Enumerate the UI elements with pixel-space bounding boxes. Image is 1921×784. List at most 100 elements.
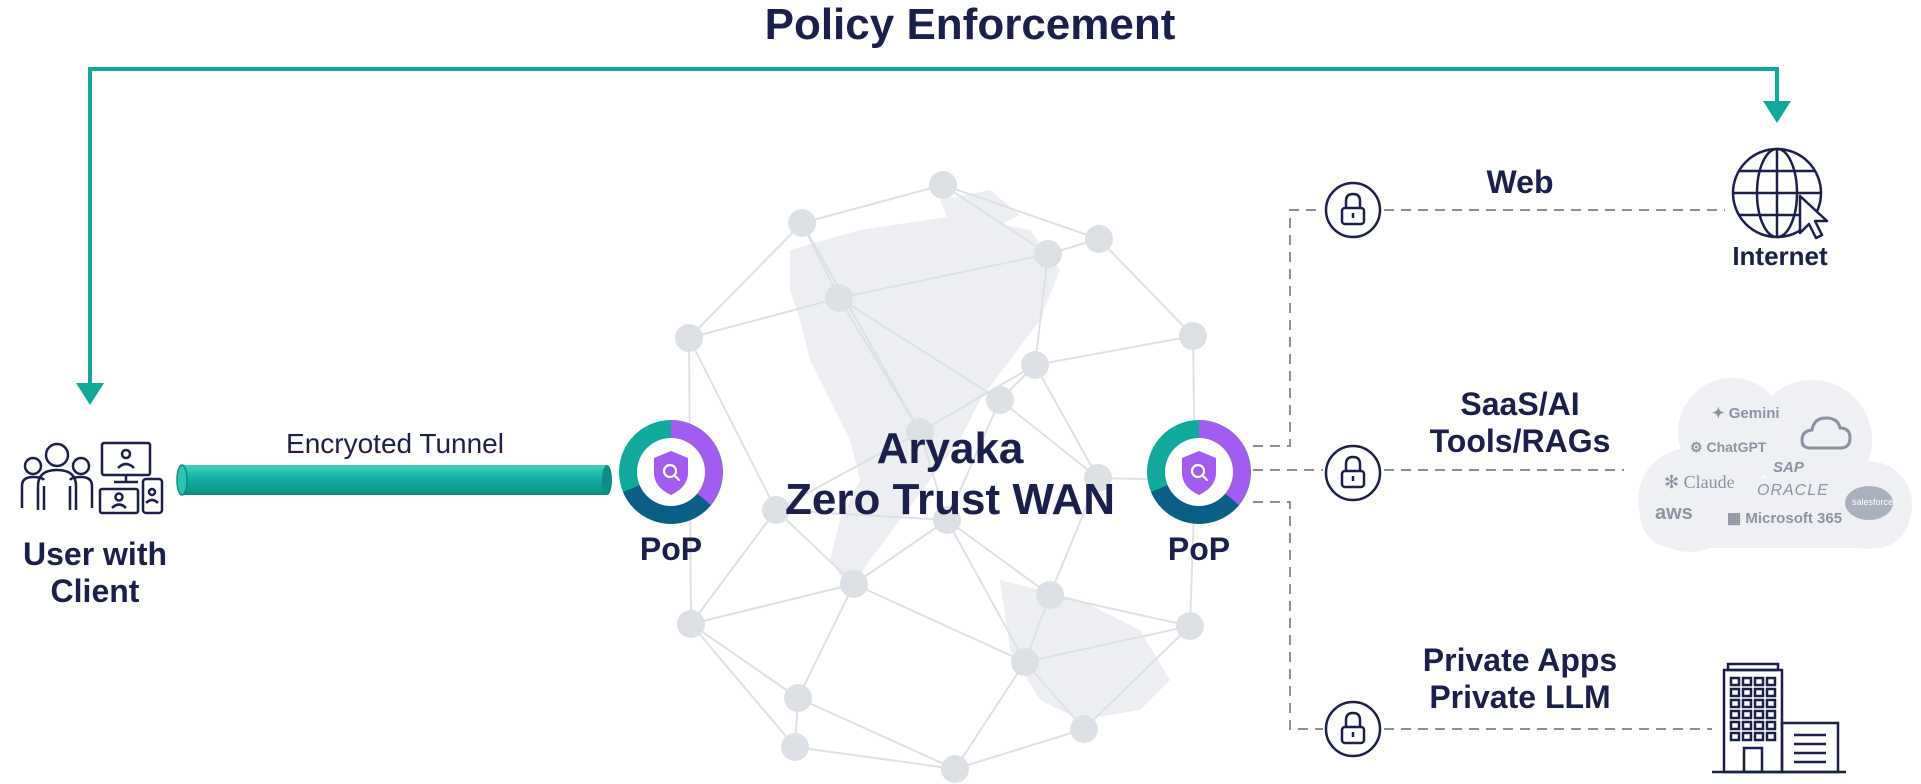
mesh-node	[762, 496, 790, 524]
mesh-node	[929, 171, 957, 199]
arrow-down-internet-icon	[1763, 101, 1791, 123]
devices-icon	[98, 441, 164, 515]
private-label-line1: Private Apps	[1422, 642, 1618, 678]
mesh-node	[1034, 240, 1062, 268]
pop-left-node	[619, 420, 723, 524]
mesh-node	[1084, 464, 1112, 492]
building-window	[1729, 676, 1741, 687]
microsoft365-logo: ▦ Microsoft 365	[1727, 510, 1843, 527]
private-label-line2: Private LLM	[1429, 678, 1611, 715]
globe-icon	[1731, 147, 1823, 239]
mesh-link	[690, 623, 796, 748]
lock-icon	[1324, 700, 1382, 758]
cloud-icon	[1638, 378, 1912, 552]
mesh-link	[999, 399, 1099, 479]
mesh-link	[1083, 625, 1191, 730]
mesh-node	[788, 209, 816, 237]
mesh-node	[986, 386, 1014, 414]
mesh-link	[1049, 477, 1099, 596]
mesh-link	[797, 697, 956, 770]
mesh-link	[801, 184, 944, 224]
tunnel-label: Encryoted Tunnel	[286, 428, 504, 459]
mesh-link	[919, 364, 1036, 433]
mesh-link	[1049, 594, 1191, 627]
saas-label-line2: Tools/RAGs	[1429, 422, 1611, 459]
building-window	[1741, 698, 1753, 709]
mesh-link	[775, 509, 948, 521]
mesh-link	[690, 623, 799, 699]
building-window	[1753, 720, 1765, 731]
building-window	[1753, 709, 1765, 720]
mesh-link	[853, 583, 1026, 663]
claude-logo: ✻ Claude	[1664, 472, 1735, 492]
building-window	[1765, 731, 1777, 742]
mesh-link	[838, 297, 1001, 401]
mesh-node	[906, 418, 934, 446]
mesh-link	[954, 661, 1026, 770]
private-label: Private Apps Private LLM	[1380, 642, 1660, 716]
shield-icon	[654, 451, 688, 495]
mesh-link	[919, 431, 948, 521]
building-window	[1753, 731, 1765, 742]
mesh-link	[946, 519, 1051, 596]
mesh-link	[838, 253, 1049, 299]
arrow-down-users-icon	[76, 383, 104, 405]
mesh-link	[954, 728, 1085, 770]
oracle-logo: ORACLE	[1757, 482, 1829, 499]
mesh-node	[825, 284, 853, 312]
mesh-node	[1021, 351, 1049, 379]
mesh-link	[688, 337, 777, 511]
mesh-link	[1034, 253, 1049, 366]
building-window	[1765, 709, 1777, 720]
mesh-node	[1011, 648, 1039, 676]
pop-left-label: PoP	[639, 531, 703, 567]
mesh-link	[690, 509, 777, 625]
mesh-node	[1176, 612, 1204, 640]
gemini-logo: ✦ Gemini	[1712, 405, 1780, 422]
building-window	[1729, 731, 1741, 742]
mesh-node	[784, 684, 812, 712]
mesh-link	[775, 431, 921, 511]
sap-logo: SAP	[1773, 459, 1804, 476]
center-title: Aryaka Zero Trust WAN	[700, 424, 1200, 525]
mesh-node	[781, 733, 809, 761]
saas-label-line1: SaaS/AI	[1460, 386, 1580, 422]
mesh-link	[797, 583, 855, 699]
mesh-node	[675, 324, 703, 352]
mesh-link	[1034, 364, 1099, 479]
mesh-link	[1024, 661, 1085, 730]
internet-label: Internet	[1732, 241, 1828, 271]
mesh-node	[1179, 322, 1207, 350]
building-window	[1729, 687, 1741, 698]
shield-icon	[1182, 451, 1216, 495]
mesh-node	[933, 506, 961, 534]
aws-logo: aws	[1655, 502, 1693, 524]
mesh-node	[1085, 225, 1113, 253]
building-window	[1753, 687, 1765, 698]
building-window	[1753, 698, 1765, 709]
mesh-link	[688, 297, 840, 339]
pop-right-label: PoP	[1167, 531, 1231, 567]
web-label: Web	[1486, 164, 1554, 200]
building-window	[1765, 720, 1777, 731]
building-window	[1729, 698, 1741, 709]
center-title-line2: Zero Trust WAN	[784, 474, 1116, 524]
diagram-title: Policy Enforcement	[764, 0, 1176, 49]
dashed-connectors	[1253, 209, 1725, 730]
chatgpt-logo: ⚙ ChatGPT	[1690, 439, 1767, 455]
lock-icon	[1324, 444, 1382, 502]
saas-label: SaaS/AI Tools/RAGs	[1400, 386, 1640, 460]
salesforce-logo: salesforce	[1852, 497, 1894, 507]
mesh-link	[690, 583, 855, 625]
mesh-node	[1036, 581, 1064, 609]
mesh-node	[1070, 715, 1098, 743]
building-icon	[1712, 662, 1846, 774]
mesh-link	[1098, 238, 1194, 337]
users-label: User with Client	[22, 536, 168, 609]
mesh-link	[1024, 625, 1191, 663]
cursor-icon	[1798, 194, 1829, 240]
building-window	[1741, 720, 1753, 731]
mesh-link	[801, 222, 921, 433]
building-window	[1741, 676, 1753, 687]
